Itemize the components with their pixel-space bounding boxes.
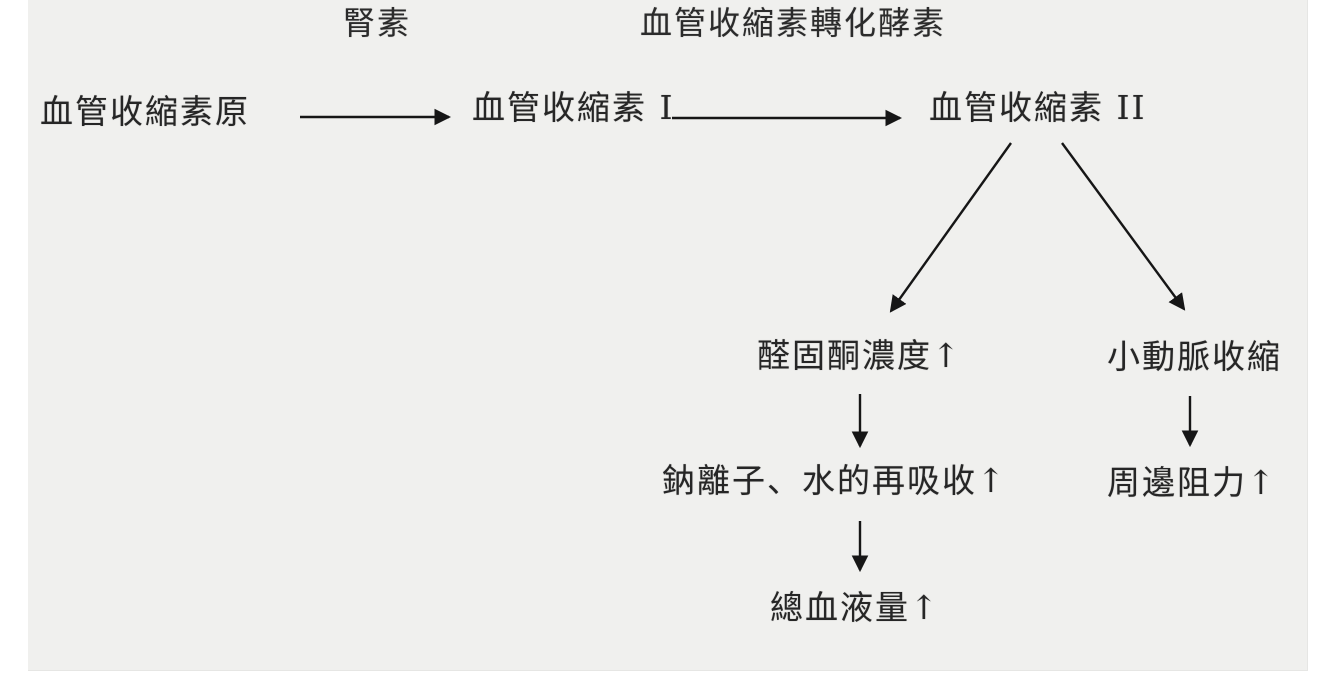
enzyme-label-renin: 腎素 <box>343 4 412 42</box>
node-angiotensinogen: 血管收縮素原 <box>40 92 250 131</box>
enzyme-label-ace: 血管收縮素轉化酵素 <box>640 4 947 42</box>
node-angiotensin-2: 血管收縮素 II <box>929 88 1147 127</box>
node-peripheral-resistance: 周邊阻力↑ <box>1107 463 1277 502</box>
node-total-blood-volume: 總血液量↑ <box>770 588 940 627</box>
node-sodium-water-reabsorption: 鈉離子、水的再吸收↑ <box>662 461 1007 500</box>
node-aldosterone-concentration: 醛固酮濃度↑ <box>757 336 962 375</box>
diagram-panel <box>28 0 1308 671</box>
node-angiotensin-1: 血管收縮素 I <box>472 88 675 127</box>
node-arteriole-constriction: 小動脈收縮 <box>1107 337 1282 376</box>
